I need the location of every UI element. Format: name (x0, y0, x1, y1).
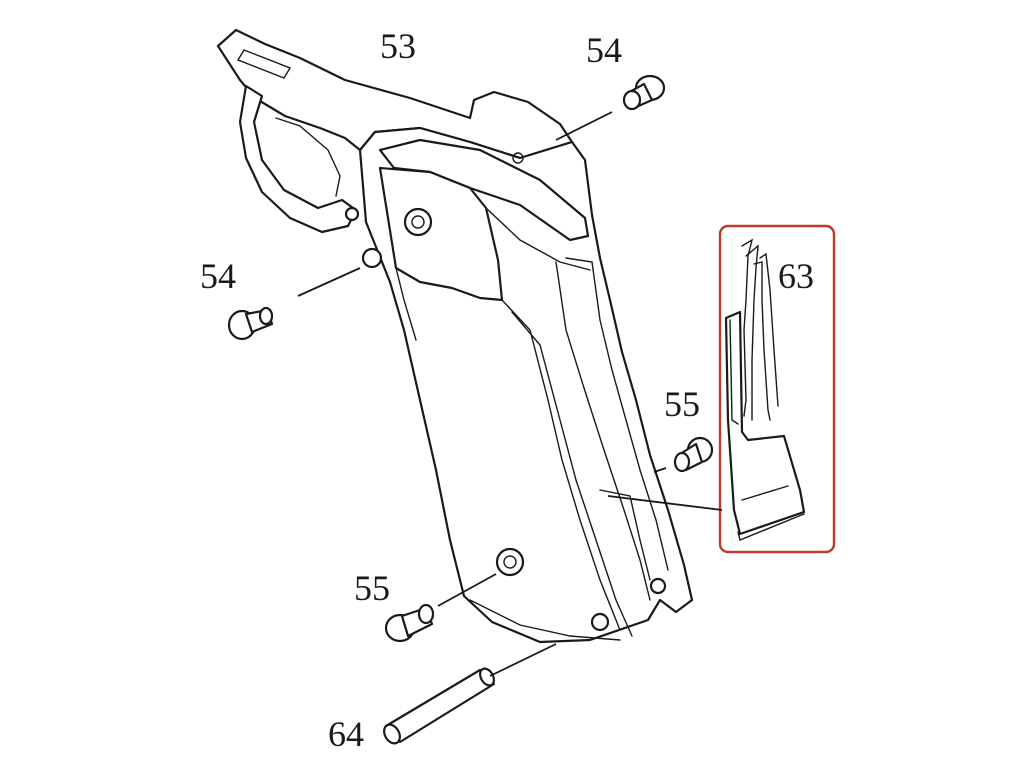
callout-63: 63 (778, 256, 814, 296)
pin-part-64 (383, 667, 496, 745)
callout-64: 64 (328, 714, 364, 754)
highlight-box-part-63 (718, 224, 836, 554)
callout-54-top: 54 (586, 30, 622, 70)
grip-frame-part-53 (216, 28, 694, 644)
screw-part-54-top (622, 74, 666, 111)
screw-part-55-right (673, 436, 714, 473)
screw-part-54-left (227, 306, 274, 341)
leader-lines (297, 111, 723, 677)
screw-part-55-bottom (384, 603, 435, 643)
spring-part-63 (724, 238, 806, 541)
callout-55-bottom: 55 (354, 568, 390, 608)
callout-53: 53 (380, 26, 416, 66)
callout-55-right: 55 (664, 384, 700, 424)
callout-54-left: 54 (200, 256, 236, 296)
